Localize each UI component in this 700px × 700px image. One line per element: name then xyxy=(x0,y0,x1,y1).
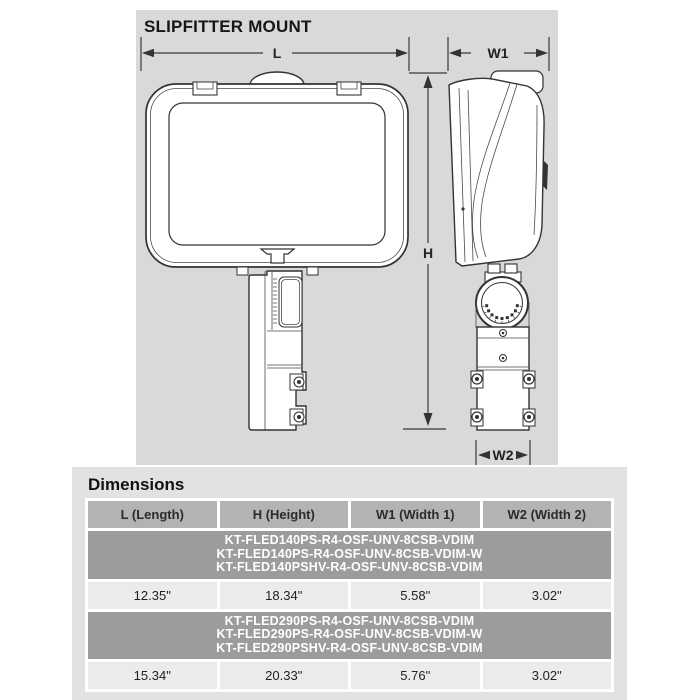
model-number: KT-FLED290PS-R4-OSF-UNV-8CSB-VDIM-W xyxy=(216,627,483,641)
dimension-width2: W2 xyxy=(475,440,531,465)
lens xyxy=(168,102,386,246)
front-view xyxy=(145,71,409,431)
model-number: KT-FLED140PSHV-R4-OSF-UNV-8CSB-VDIM xyxy=(216,560,483,574)
model-number: KT-FLED140PS-R4-OSF-UNV-8CSB-VDIM-W xyxy=(216,546,483,561)
dimensions-table: L (Length) H (Height) W1 (Width 1) W2 (W… xyxy=(85,498,614,692)
value-height: 20.33" xyxy=(219,662,348,689)
dimensions-panel: Dimensions L (Length) H (Height) W1 (Wid… xyxy=(72,467,627,700)
label-height: H xyxy=(423,245,433,261)
side-view xyxy=(448,70,548,431)
photocell-dome xyxy=(249,71,305,86)
diagram-panel: SLIPFITTER MOUNT L W1 xyxy=(136,10,558,465)
col-header-width2: W2 (Width 2) xyxy=(482,501,611,528)
dimension-height: H xyxy=(403,75,446,430)
value-width1: 5.76" xyxy=(351,662,480,689)
model-number: KT-FLED140PS-R4-OSF-UNV-8CSB-VDIM xyxy=(224,533,475,547)
value-row-1: 12.35" 18.34" 5.58" 3.02" xyxy=(88,581,611,609)
rotation-knuckle xyxy=(475,276,530,330)
dimensions-heading: Dimensions xyxy=(88,475,185,494)
label-width1: W1 xyxy=(488,45,509,61)
dimension-width1: W1 xyxy=(447,37,550,71)
value-height: 18.34" xyxy=(219,581,348,609)
model-group-1: KT-FLED140PS-R4-OSF-UNV-8CSB-VDIM KT-FLE… xyxy=(88,531,611,579)
label-length: L xyxy=(273,45,282,61)
value-length: 12.35" xyxy=(88,581,217,609)
mounting-arm xyxy=(248,270,307,431)
model-number: KT-FLED290PSHV-R4-OSF-UNV-8CSB-VDIM xyxy=(216,640,483,655)
model-group-2: KT-FLED290PS-R4-OSF-UNV-8CSB-VDIM KT-FLE… xyxy=(88,611,611,659)
value-width1: 5.58" xyxy=(351,581,480,609)
col-header-length: L (Length) xyxy=(88,501,217,528)
side-housing xyxy=(448,77,545,267)
table-header-row: L (Length) H (Height) W1 (Width 1) W2 (W… xyxy=(88,501,611,528)
bottom-latch xyxy=(259,248,296,264)
model-number: KT-FLED290PS-R4-OSF-UNV-8CSB-VDIM xyxy=(224,613,475,628)
label-width2: W2 xyxy=(493,447,514,463)
value-width2: 3.02" xyxy=(482,581,611,609)
col-header-height: H (Height) xyxy=(219,501,348,528)
technical-drawing: L W1 H xyxy=(140,37,550,465)
value-width2: 3.02" xyxy=(482,662,611,689)
col-header-width1: W1 (Width 1) xyxy=(351,501,480,528)
slipfitter-body xyxy=(470,326,536,431)
diagram-title: SLIPFITTER MOUNT xyxy=(144,17,312,36)
dimension-length: L xyxy=(140,37,410,71)
top-clips xyxy=(192,81,362,96)
value-length: 15.34" xyxy=(88,662,217,689)
value-row-2: 15.34" 20.33" 5.76" 3.02" xyxy=(88,662,611,689)
